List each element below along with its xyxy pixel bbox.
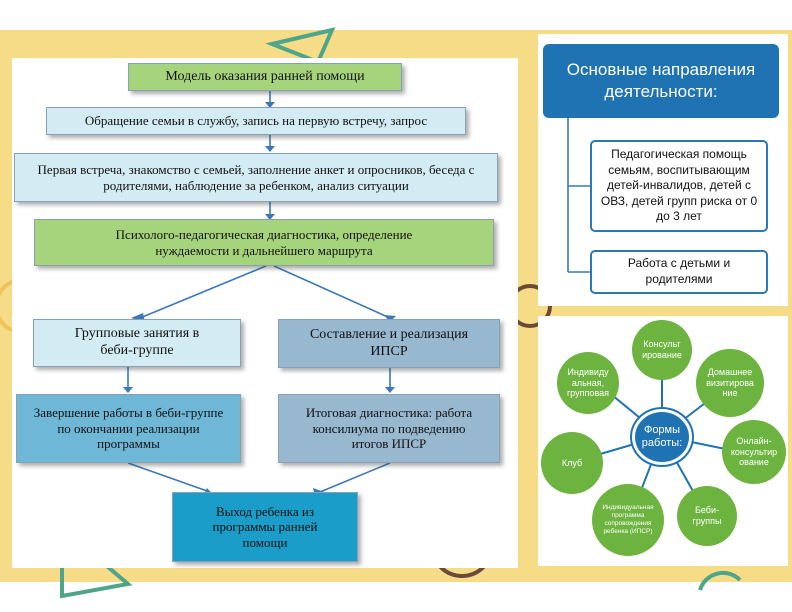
exit-program: Выход ребенка из программы ранней помощи [172,492,358,562]
branch-ipsr: Составление и реализация ИПСР [278,319,500,368]
end-ipsr-diagnostics: Итоговая диагностика: работа консилиума … [278,394,500,463]
form-online-consulting: Онлайн- консультир ование [722,420,786,484]
end-baby-group: Завершение работы в беби-группе по оконч… [16,394,241,463]
form-baby-groups: Беби- группы [677,486,737,546]
form-individual-group: Индивиду альная, групповая [557,352,619,414]
arc-decoration [698,570,742,591]
flowchart-title: Модель оказания ранней помощи [128,63,402,91]
step-request: Обращение семьи в службу, запись на перв… [46,107,466,135]
step-diagnostics: Психолого-педагогическая диагностика, оп… [34,219,494,266]
branch-baby-group: Групповые занятия в беби-группе [33,319,241,367]
form-consulting: Консульт ирование [632,320,692,380]
triangle-decoration [265,27,336,65]
direction-item-pedagogical: Педагогическая помощь семьям, воспитываю… [590,140,768,232]
step-first-meeting: Первая встреча, знакомство с семьей, зап… [14,153,498,202]
directions-title: Основные направления деятельности: [543,44,779,118]
forms-center: Формы работы: [632,409,692,465]
form-ipsr: Индивидуальная программа сопровождения р… [592,484,664,556]
form-club: Клуб [541,432,603,494]
flowchart-panel [12,58,518,568]
direction-item-children-parents: Работа с детьми и родителями [590,250,768,294]
form-home-visiting: Домашнее визитирова ние [696,349,764,417]
